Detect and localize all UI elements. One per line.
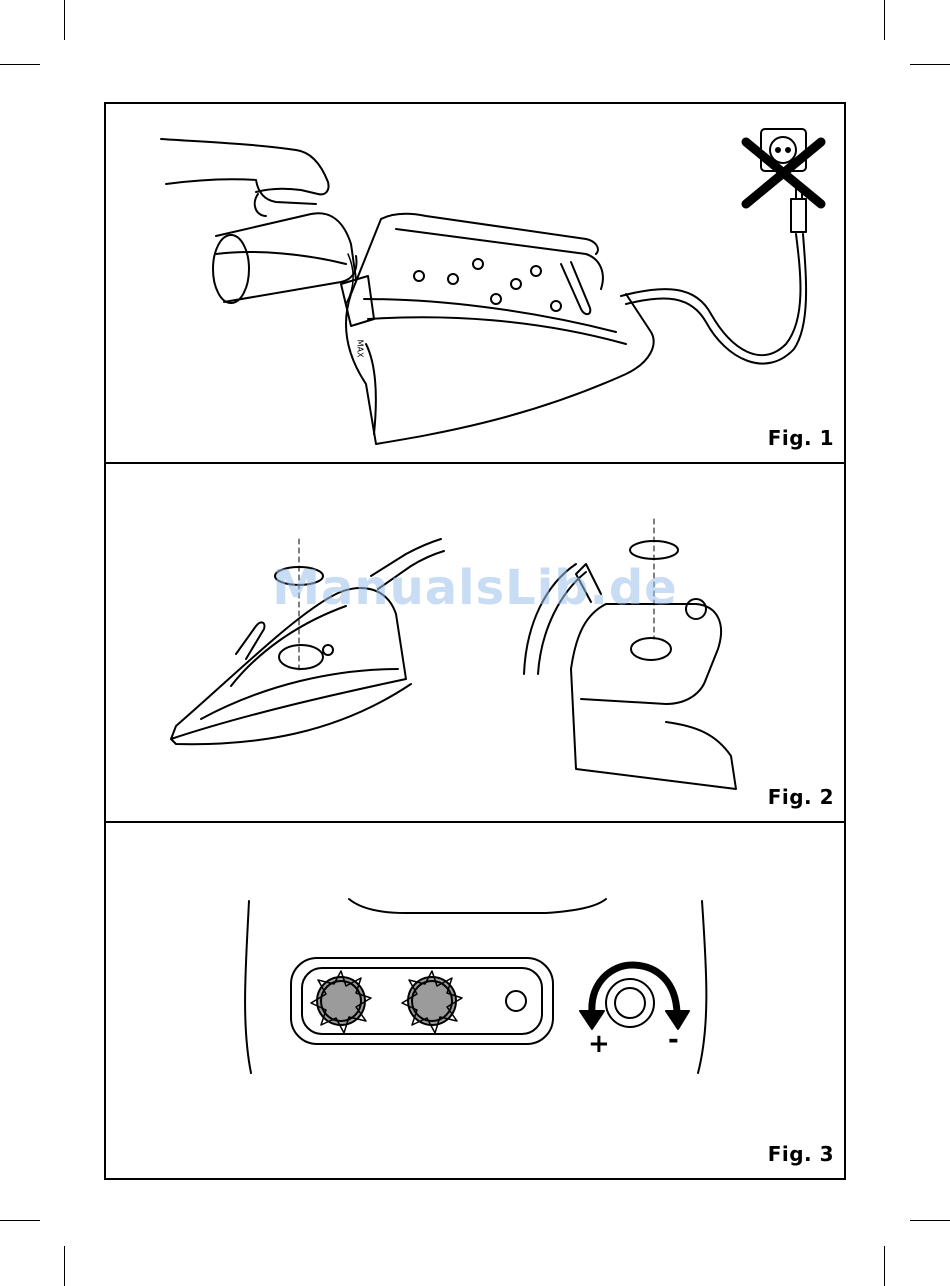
crop-mark	[884, 0, 885, 40]
figure-3-illustration	[106, 823, 844, 1178]
crop-mark	[910, 64, 950, 65]
crop-mark	[64, 0, 65, 40]
figure-1-panel: MAX Fig. 1	[106, 104, 844, 464]
figure-2-illustration	[106, 464, 844, 821]
figure-1-illustration	[106, 104, 844, 462]
crop-mark	[0, 64, 40, 65]
plus-sign: +	[588, 1029, 610, 1059]
figure-3-label: Fig. 3	[768, 1142, 834, 1166]
figure-2-label: Fig. 2	[768, 785, 834, 809]
figure-3-panel: + - Fig. 3	[106, 823, 844, 1178]
figure-2-panel: Fig. 2	[106, 464, 844, 823]
crop-mark	[910, 1220, 950, 1221]
crop-mark	[0, 1220, 40, 1221]
crop-mark	[64, 1246, 65, 1286]
minus-sign: -	[668, 1025, 679, 1055]
figure-1-label: Fig. 1	[768, 426, 834, 450]
crop-mark	[884, 1246, 885, 1286]
max-scale-label: MAX	[355, 340, 364, 358]
figure-frame: MAX Fig. 1	[104, 102, 846, 1180]
